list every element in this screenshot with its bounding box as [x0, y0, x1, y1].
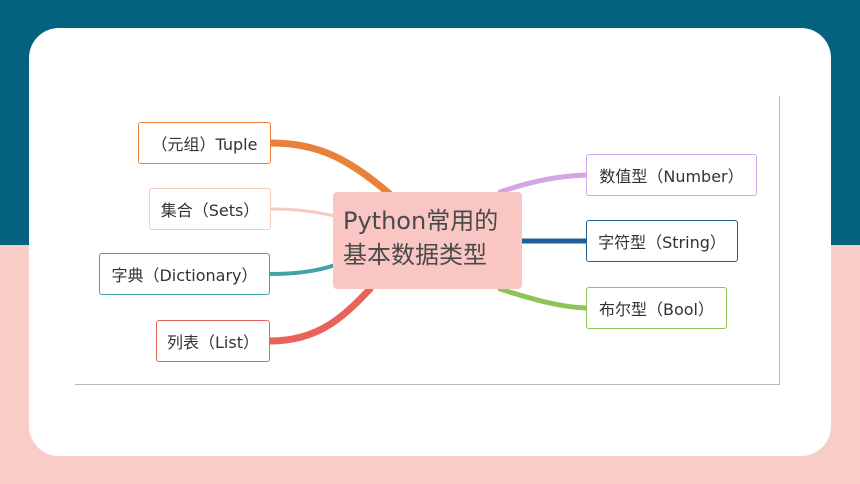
- link-sets: [269, 207, 337, 218]
- link-tuple: [267, 139, 396, 200]
- node-dictionary: 字典（Dictionary）: [99, 253, 270, 295]
- link-bool: [497, 286, 589, 311]
- center-topic-line1: Python常用的: [343, 207, 499, 235]
- center-topic-line2: 基本数据类型: [343, 241, 487, 269]
- node-tuple: （元组）Tuple: [138, 122, 271, 164]
- node-bool: 布尔型（Bool）: [586, 287, 727, 329]
- link-list: [266, 285, 374, 345]
- frame-line-right: [779, 96, 780, 384]
- node-number: 数值型（Number）: [586, 154, 757, 196]
- link-number: [497, 172, 589, 195]
- frame-line-bottom: [75, 384, 780, 385]
- node-list: 列表（List）: [156, 320, 270, 362]
- node-sets: 集合（Sets）: [149, 188, 271, 230]
- link-dictionary: [268, 263, 337, 276]
- center-topic: Python常用的 基本数据类型: [333, 192, 522, 289]
- node-string: 字符型（String）: [586, 220, 738, 262]
